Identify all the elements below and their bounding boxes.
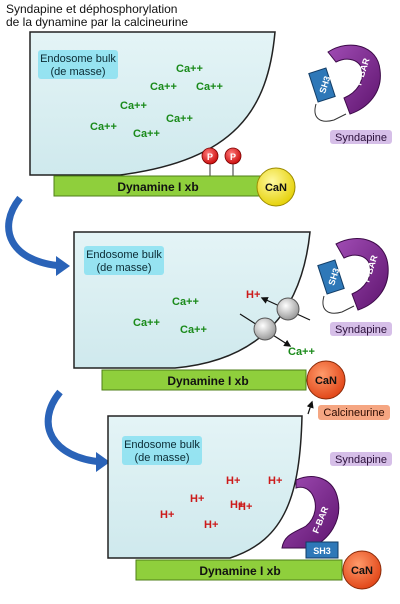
sh3-domain-3 [305,541,339,559]
endosome-3-label-bg [122,436,202,465]
proton: H+ [230,499,244,511]
endosome-3-label-line2: (de masse) [134,452,189,464]
proton: H+ [268,475,282,487]
endosome-2-label-line1: Endosome bulk [86,249,162,261]
sh3-domain-1 [308,67,336,103]
syndapine-2-label: Syndapine [335,324,387,336]
fbar-domain-1 [327,44,381,115]
dynamin-label-3: Dynamine I xb [199,564,280,578]
phosphate-2 [224,147,242,165]
ca-ion: Ca++ [90,121,117,133]
ca-ion: Ca++ [180,324,207,336]
sh3-domain-2 [317,259,345,295]
panel-1: Endosome bulk (de masse) Ca++ Ca++ Ca++ … [29,31,392,207]
dynamin-label-2: Dynamine I xb [167,374,248,388]
calcineurine-label: Calcineurine [323,407,384,419]
phosphate-1-label: P [207,152,213,162]
fbar-domain-3 [281,476,340,549]
transition-arrow-1 [5,195,63,270]
endosome-2-label-bg [84,246,164,275]
dynamin-bar-3 [135,559,343,581]
panel-2: Endosome bulk (de masse) Ca++ Ca++ Ca++ … [73,231,392,420]
syndapine-2-label-bg [330,322,392,336]
proton: H+ [226,475,240,487]
can-2 [306,360,346,400]
endosome-1-label-line2: (de masse) [50,66,105,78]
linker-2 [322,295,355,314]
activation-arrow [306,400,314,415]
proton-in: H+ [246,289,260,301]
can-3-label: CaN [351,565,373,577]
can-1 [256,167,296,207]
endosome-3-label-line1: Endosome bulk [124,439,200,451]
proton: H+ [190,493,204,505]
ca-out: Ca++ [288,346,315,358]
transition-arrow-2-head [96,452,110,472]
proton: H+ [160,509,174,521]
ca-ion: Ca++ [133,317,160,329]
can-1-label: CaN [265,182,287,194]
proton: H+ [238,501,252,513]
ca-ion: Ca++ [176,63,203,75]
dynamin-bar-2 [101,369,307,391]
transition-arrow-1-head [56,256,70,276]
can-3 [342,550,382,590]
exchanger-2 [253,317,277,341]
syndapine-1-label-bg [330,130,392,144]
panel-3: Endosome bulk (de masse) H+ H+ H+ H+ H+ … [107,415,392,590]
endosome-1-label-line1: Endosome bulk [40,53,116,65]
syndapine-3: F-BAR SH3 Syndapine [281,452,392,559]
syndapine-3-label: Syndapine [335,454,387,466]
syndapine-1: F-BAR SH3 Syndapine [308,44,392,144]
ca-ion: Ca++ [172,296,199,308]
can-2-label: CaN [315,375,337,387]
syndapine-1-label: Syndapine [335,132,387,144]
phosphate-2-label: P [230,152,236,162]
syndapine-2: F-BAR SH3 Syndapine [317,238,392,336]
sh3-label-3: SH3 [313,546,331,556]
ca-ion: Ca++ [120,100,147,112]
ca-ion: Ca++ [150,81,177,93]
phosphate-1 [201,147,219,165]
ca-ion: Ca++ [133,128,160,140]
dynamin-label-1: Dynamine I xb [117,180,198,194]
ca-ion: Ca++ [196,81,223,93]
title-line-2: de la dynamine par la calcineurine [6,15,188,29]
ca-ion: Ca++ [166,113,193,125]
endosome-1-label-bg [38,50,118,79]
title-line-1: Syndapine et déphosphorylation [6,2,177,16]
exchanger-1 [276,297,300,321]
calcineurine-label-bg [318,405,390,420]
syndapine-3-label-bg [330,452,392,466]
fbar-domain-2 [335,238,389,311]
linker-1 [314,103,347,122]
proton: H+ [204,519,218,531]
endosome-2-label-line2: (de masse) [96,262,151,274]
transition-arrow-2 [44,389,103,466]
